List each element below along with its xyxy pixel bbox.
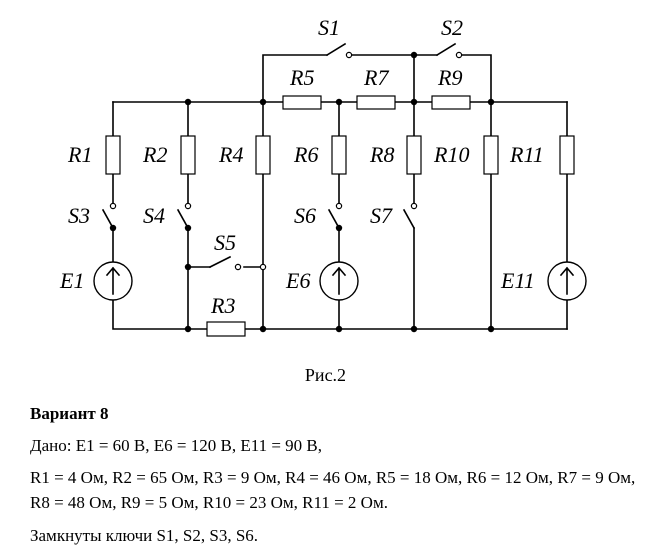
switch-s3 — [101, 202, 117, 230]
label-s3: S3 — [68, 203, 90, 228]
label-r3: R3 — [210, 293, 235, 318]
switch-s5 — [208, 255, 267, 271]
label-r6: R6 — [293, 142, 318, 167]
label-s1: S1 — [318, 15, 340, 40]
label-r10: R10 — [433, 142, 469, 167]
label-r2: R2 — [142, 142, 167, 167]
label-s2: S2 — [441, 15, 463, 40]
resistor-r1 — [105, 135, 121, 175]
switch-s1 — [325, 42, 353, 59]
label-r1: R1 — [67, 142, 92, 167]
resistor-r2 — [180, 135, 196, 175]
resistor-r9 — [431, 95, 471, 110]
switch-s7 — [402, 202, 418, 230]
switch-s2 — [435, 42, 463, 59]
label-e6: E6 — [285, 268, 310, 293]
circuit-diagram: S1 S2 R5 R7 R9 R1 R2 R4 R6 R8 R10 R11 S3… — [59, 15, 587, 337]
junctions — [109, 51, 495, 333]
label-r5: R5 — [289, 65, 314, 90]
source-e6 — [319, 261, 359, 301]
label-r11: R11 — [509, 142, 544, 167]
resistor-r8 — [406, 135, 422, 175]
resistor-r5 — [282, 95, 322, 110]
resistor-r6 — [331, 135, 347, 175]
label-r8: R8 — [369, 142, 394, 167]
label-e11: E11 — [500, 268, 535, 293]
given-voltages: Дано: E1 = 60 В, E6 = 120 В, E11 = 90 В, — [30, 436, 323, 455]
closed-switches: Замкнуты ключи S1, S2, S3, S6. — [30, 526, 259, 545]
wires — [112, 54, 568, 330]
given-resistances: R1 = 4 Ом, R2 = 65 Ом, R3 = 9 Ом, R4 = 4… — [30, 468, 636, 512]
resistor-r11 — [559, 135, 575, 175]
resistor-r10 — [483, 135, 499, 175]
switch-s6 — [327, 202, 343, 230]
label-r9: R9 — [437, 65, 462, 90]
label-e1: E1 — [59, 268, 84, 293]
label-s7: S7 — [370, 203, 393, 228]
switch-s4 — [176, 202, 192, 230]
resistor-r4 — [255, 135, 271, 175]
label-r4: R4 — [218, 142, 243, 167]
label-s5: S5 — [214, 230, 236, 255]
source-e1 — [93, 261, 133, 301]
source-e11 — [547, 261, 587, 301]
resistor-r7 — [356, 95, 396, 110]
resistor-r3 — [206, 321, 246, 337]
label-r7: R7 — [363, 65, 389, 90]
figure-caption: Рис.2 — [304, 365, 347, 385]
variant-heading: Вариант 8 — [30, 404, 109, 423]
label-s6: S6 — [294, 203, 316, 228]
label-s4: S4 — [143, 203, 165, 228]
